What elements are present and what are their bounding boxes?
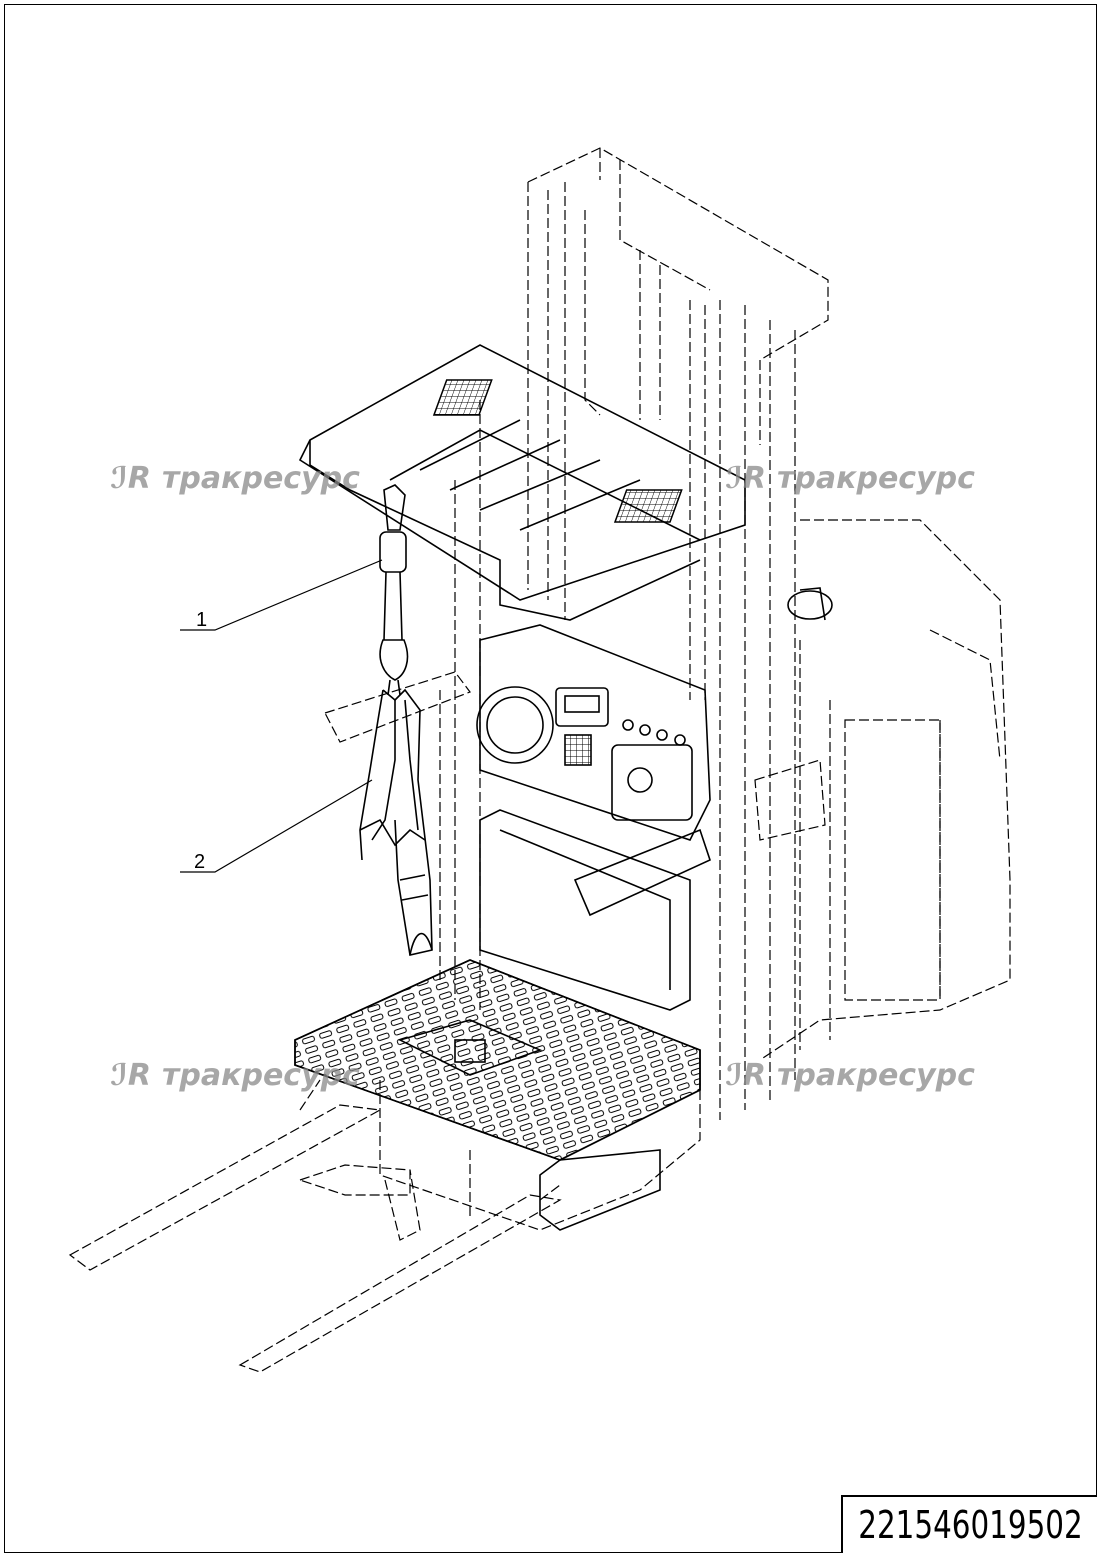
- truck-body-dashed: [68, 147, 1011, 1373]
- drawing-number: 221546019502: [857, 1503, 1083, 1547]
- watermark-logo: ℐR: [110, 1058, 151, 1093]
- watermark-logo: ℐR: [110, 461, 151, 496]
- svg-text:ℐR: ℐR: [725, 461, 766, 496]
- watermark-text: тракресурс: [162, 1058, 360, 1093]
- watermark-text: тракресурс: [777, 1058, 975, 1093]
- watermark-logo: ℐR: [725, 1058, 766, 1093]
- title-block: 221546019502: [841, 1495, 1097, 1553]
- callout-2-number: 2: [194, 851, 205, 873]
- svg-text:ℐR: ℐR: [110, 461, 151, 496]
- watermark-group: ℐR тракресурс ℐR тракресурс ℐR тракресур…: [110, 461, 975, 1093]
- part-2-safety-harness: [359, 688, 433, 956]
- watermark-text: тракресурс: [777, 461, 975, 496]
- part-1-retractable-lanyard: [379, 484, 409, 696]
- callout-2-leader: [180, 779, 373, 873]
- platform-and-console-solid: [294, 344, 833, 1231]
- callout-1-leader: [180, 559, 383, 631]
- svg-text:ℐR: ℐR: [110, 1058, 151, 1093]
- svg-text:ℐR: ℐR: [725, 1058, 766, 1093]
- watermark-logo: ℐR: [725, 461, 766, 496]
- watermark-text: тракресурс: [162, 461, 360, 496]
- callout-1-number: 1: [196, 609, 207, 631]
- callout-leaders: [180, 559, 383, 873]
- drawing-sheet-frame: [4, 4, 1097, 1553]
